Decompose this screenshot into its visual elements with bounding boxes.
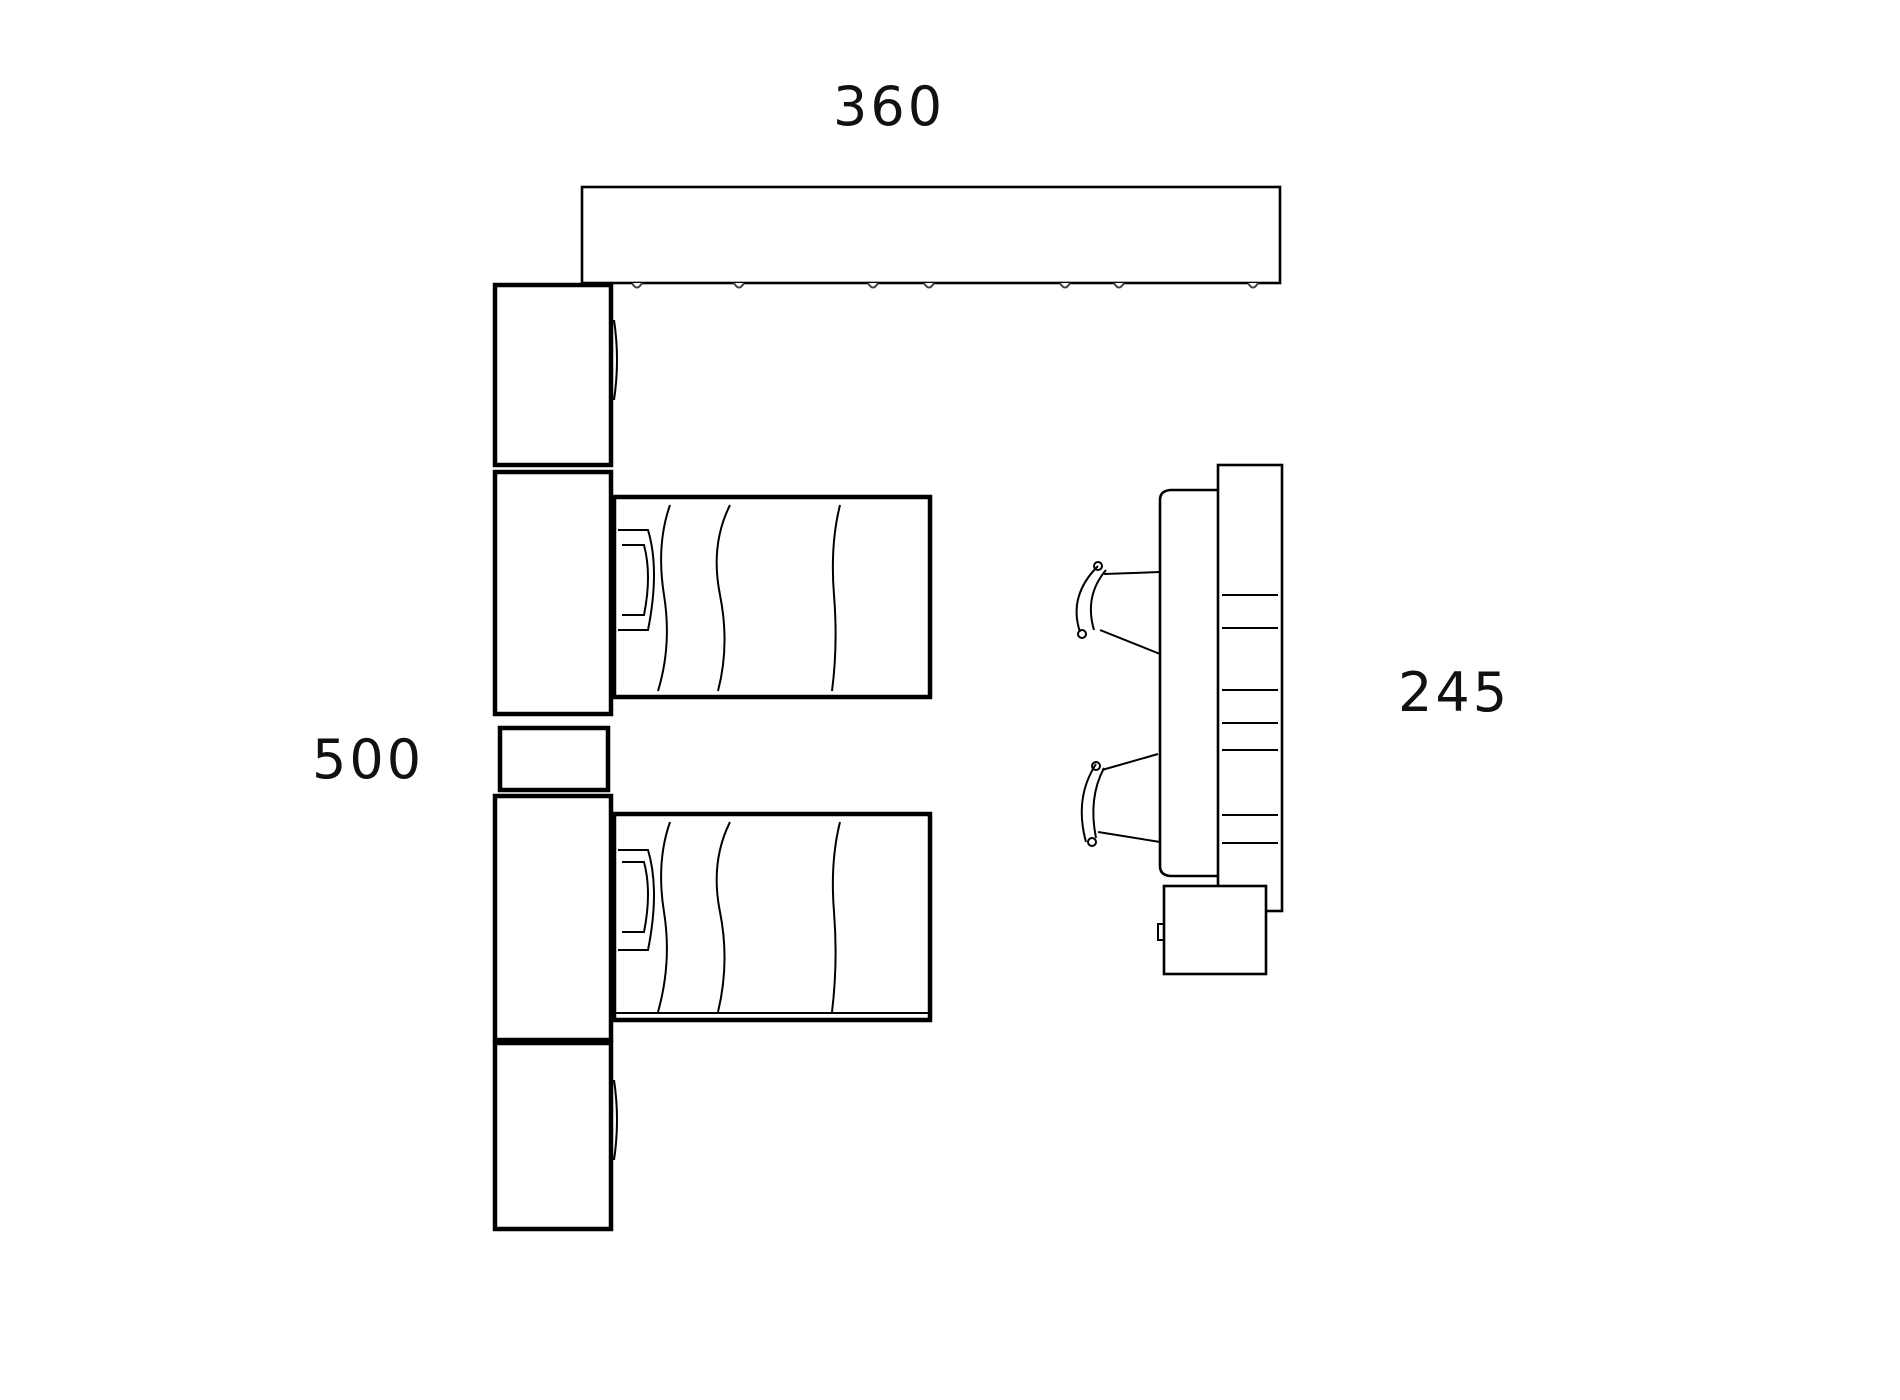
upper-bed (611, 494, 933, 700)
desk-storage-unit (1157, 463, 1284, 976)
desk-chair-lower (1080, 753, 1161, 847)
dimension-label-left: 500 (312, 728, 425, 791)
left-wardrobe-column (492, 282, 618, 1232)
top-wall-cabinet (580, 185, 1282, 289)
lower-bed (611, 811, 933, 1023)
dimension-label-top: 360 (833, 75, 946, 138)
dimension-label-right: 245 (1398, 661, 1511, 724)
desk-chair-upper (1075, 561, 1161, 655)
